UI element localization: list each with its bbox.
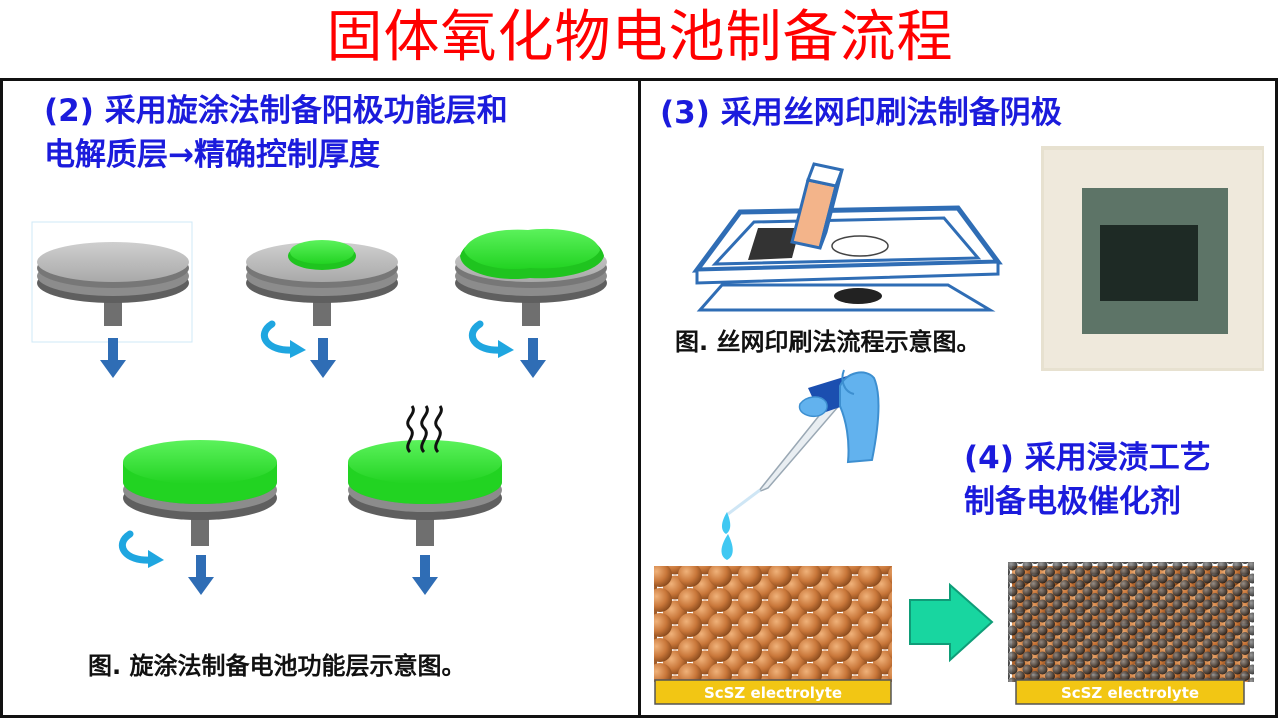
page-title: 固体氧化物电池制备流程 bbox=[326, 5, 954, 70]
pipette-icon bbox=[721, 369, 880, 560]
spin-disc-5 bbox=[348, 405, 502, 595]
impregnation-heading-line2: 制备电极催化剂 bbox=[964, 484, 1181, 520]
spin-disc-3 bbox=[455, 228, 607, 378]
spin-disc-4 bbox=[122, 440, 277, 595]
screen-print-impregnation-panel bbox=[638, 78, 1278, 718]
spin-coating-heading-line1: (2) 采用旋涂法制备阳极功能层和 bbox=[44, 93, 508, 129]
heat-waves-icon bbox=[406, 405, 443, 454]
squeegee-icon bbox=[790, 162, 845, 250]
impregnation-heading-line1: (4) 采用浸渍工艺 bbox=[964, 440, 1211, 476]
electrode-particles-before bbox=[654, 566, 892, 705]
electrolyte-label-right: ScSZ electrolyte bbox=[1061, 684, 1199, 702]
printed-cathode-photo bbox=[1041, 146, 1264, 371]
screen-print-diagram bbox=[691, 162, 1003, 312]
electrolyte-label-left: ScSZ electrolyte bbox=[704, 684, 842, 702]
screen-print-caption: 图. 丝网印刷法流程示意图。 bbox=[675, 328, 981, 356]
spin-coating-heading-line2: 电解质层→精确控制厚度 bbox=[44, 137, 380, 173]
spin-coating-caption: 图. 旋涂法制备电池功能层示意图。 bbox=[88, 652, 466, 680]
spin-disc-1 bbox=[31, 221, 193, 378]
process-arrow-icon bbox=[909, 582, 994, 663]
electrode-particles-after bbox=[1008, 562, 1254, 705]
screen-print-heading: (3) 采用丝网印刷法制备阴极 bbox=[660, 95, 1062, 131]
spin-disc-2 bbox=[246, 240, 398, 378]
